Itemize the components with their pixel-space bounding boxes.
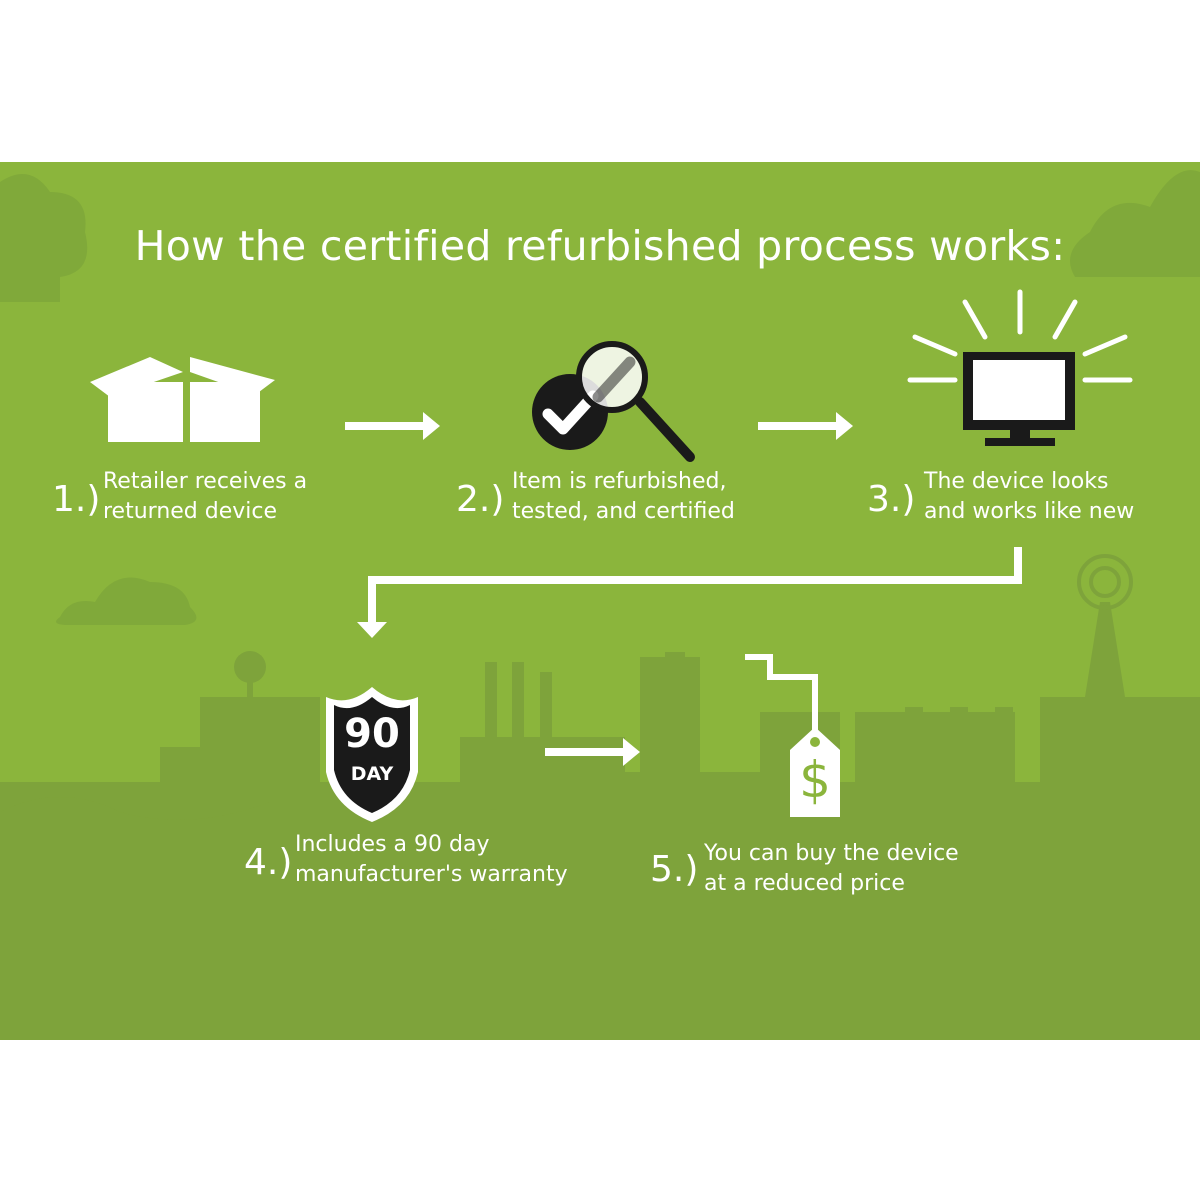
step-2-number: 2.) xyxy=(456,479,505,520)
step-4-line-2: manufacturer's warranty xyxy=(295,862,568,887)
badge-label: DAY xyxy=(350,763,394,785)
step-5-number: 5.) xyxy=(650,849,699,890)
infographic-panel xyxy=(0,162,1200,1040)
cloud-shapes xyxy=(0,170,1200,625)
step-3-line-2: and works like new xyxy=(924,499,1135,524)
background-illustration xyxy=(0,162,1200,1040)
step-2-line-2: tested, and certified xyxy=(512,499,735,524)
city-silhouette xyxy=(0,554,1200,1040)
connector-arrow-icon xyxy=(357,547,1022,638)
price-tag-icon xyxy=(745,654,840,817)
step-5-line-2: at a reduced price xyxy=(704,871,905,896)
step-2-line-1: Item is refurbished, xyxy=(512,469,727,494)
step-1-line-1: Retailer receives a xyxy=(103,469,308,494)
step-4-line-1: Includes a 90 day xyxy=(295,832,490,857)
check-magnifier-icon xyxy=(532,341,695,462)
warranty-shield-icon xyxy=(326,687,418,822)
shining-monitor-icon xyxy=(907,289,1133,446)
badge-number: 90 xyxy=(344,711,400,757)
step-1-number: 1.) xyxy=(52,479,101,520)
step-3-number: 3.) xyxy=(867,479,916,520)
step-5-line-1: You can buy the device xyxy=(704,841,959,866)
arrow-right-icon xyxy=(758,412,853,440)
dollar-icon: $ xyxy=(799,751,831,809)
arrow-right-icon xyxy=(545,738,640,766)
arrow-right-icon xyxy=(345,412,440,440)
step-3-line-1: The device looks xyxy=(924,469,1109,494)
step-4-number: 4.) xyxy=(244,842,293,883)
box-icon xyxy=(90,357,275,442)
step-1-line-2: returned device xyxy=(103,499,278,524)
page-title: How the certified refurbished process wo… xyxy=(134,222,1066,270)
